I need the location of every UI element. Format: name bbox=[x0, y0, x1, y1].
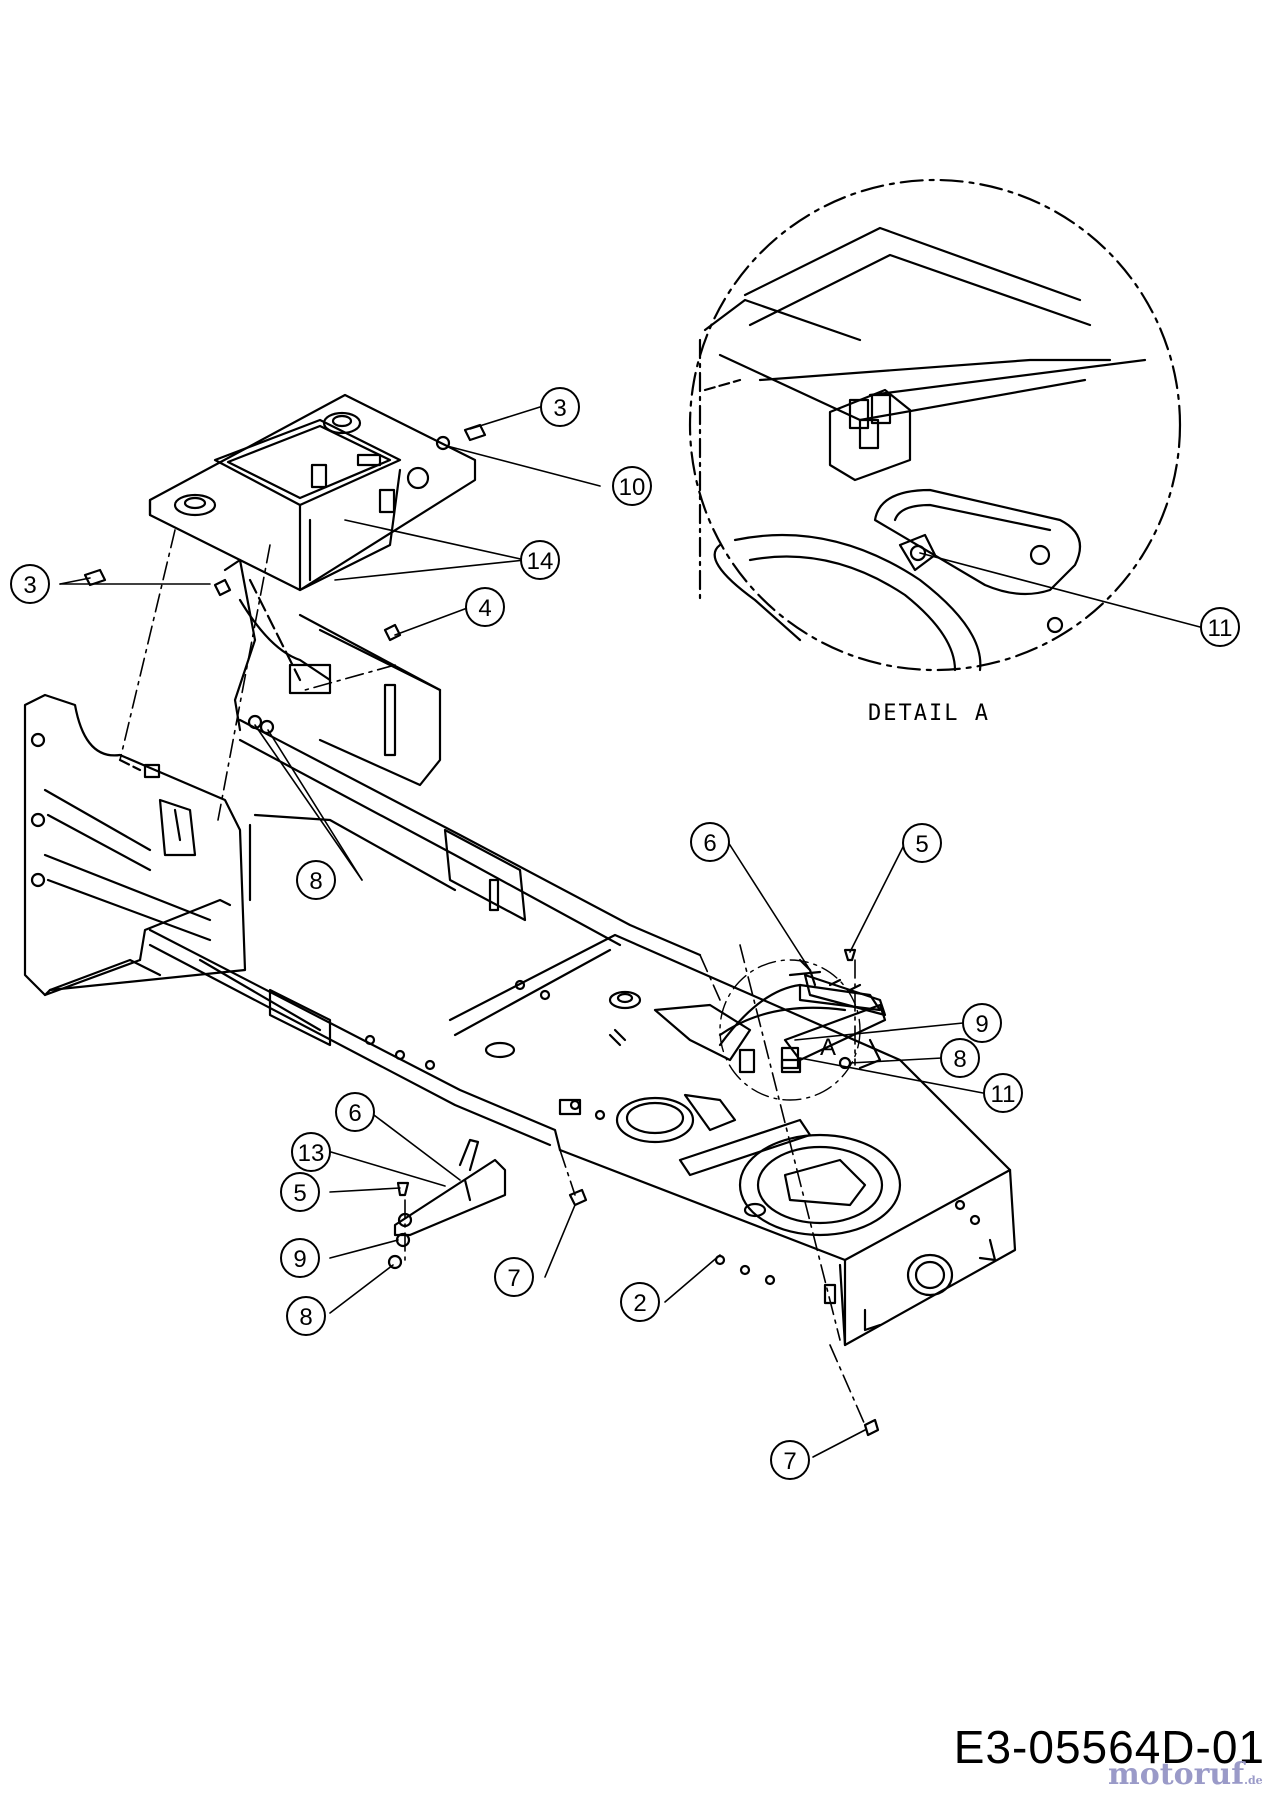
callout-9-left: 9 bbox=[280, 1238, 320, 1278]
left-side-plate bbox=[23, 693, 247, 997]
callout-5-left: 5 bbox=[280, 1172, 320, 1212]
watermark-logo: motoruf.de bbox=[1108, 1757, 1263, 1792]
callout-6-left: 6 bbox=[335, 1092, 375, 1132]
svg-text:3: 3 bbox=[553, 395, 566, 422]
callout-7-bottom: 7 bbox=[770, 1440, 810, 1480]
svg-text:14: 14 bbox=[527, 548, 554, 575]
svg-text:5: 5 bbox=[293, 1180, 306, 1207]
svg-text:10: 10 bbox=[619, 474, 646, 501]
svg-text:7: 7 bbox=[507, 1265, 520, 1292]
assembly-center-lines bbox=[119, 529, 866, 1426]
callout-14: 14 bbox=[520, 540, 560, 580]
callout-7-mid: 7 bbox=[494, 1257, 534, 1297]
seat-console-assembly bbox=[148, 393, 477, 787]
callout-8-right: 8 bbox=[940, 1038, 980, 1078]
callout-11-detail: 11 bbox=[1200, 607, 1240, 647]
svg-text:11: 11 bbox=[991, 1081, 1016, 1108]
svg-text:9: 9 bbox=[293, 1246, 306, 1273]
watermark-suffix: .de bbox=[1244, 1774, 1263, 1787]
callout-6-right: 6 bbox=[690, 822, 730, 862]
svg-text:9: 9 bbox=[975, 1011, 988, 1038]
callout-13: 13 bbox=[291, 1132, 331, 1172]
callout-9-right: 9 bbox=[962, 1003, 1002, 1043]
callout-4: 4 bbox=[465, 587, 505, 627]
callout-5-right: 5 bbox=[902, 823, 942, 863]
svg-text:2: 2 bbox=[633, 1290, 646, 1317]
drawing-code: E3-05564D-01 bbox=[953, 1721, 1265, 1773]
svg-text:6: 6 bbox=[348, 1100, 361, 1127]
main-frame bbox=[138, 718, 1017, 1347]
svg-text:8: 8 bbox=[953, 1046, 966, 1073]
callout-11-right: 11 bbox=[983, 1073, 1023, 1113]
callout-8-bottom: 8 bbox=[286, 1296, 326, 1336]
callout-10: 10 bbox=[612, 466, 652, 506]
svg-text:11: 11 bbox=[1208, 615, 1233, 642]
watermark-text: motoruf bbox=[1108, 1757, 1245, 1792]
svg-text:8: 8 bbox=[299, 1304, 312, 1331]
svg-text:4: 4 bbox=[478, 595, 491, 622]
callout-8-left: 8 bbox=[296, 860, 336, 900]
svg-text:7: 7 bbox=[783, 1448, 796, 1475]
svg-text:5: 5 bbox=[915, 831, 928, 858]
detail-marker: A bbox=[820, 1034, 836, 1061]
svg-text:3: 3 bbox=[23, 572, 36, 599]
svg-text:6: 6 bbox=[703, 830, 716, 857]
hardware-items bbox=[83, 423, 887, 1437]
svg-text:8: 8 bbox=[309, 868, 322, 895]
detail-a-view bbox=[688, 178, 1182, 672]
leader-lines bbox=[59, 406, 1201, 1458]
callout-3-top: 3 bbox=[540, 387, 580, 427]
svg-text:13: 13 bbox=[298, 1140, 325, 1167]
callout-2: 2 bbox=[620, 1282, 660, 1322]
callouts: 3 10 3 14 4 8 6 5 9 8 11 11 6 13 5 9 8 7… bbox=[10, 387, 1240, 1480]
callout-3-left: 3 bbox=[10, 564, 50, 604]
detail-a-label: DETAIL A bbox=[868, 701, 990, 726]
bracket-13 bbox=[393, 1138, 507, 1237]
